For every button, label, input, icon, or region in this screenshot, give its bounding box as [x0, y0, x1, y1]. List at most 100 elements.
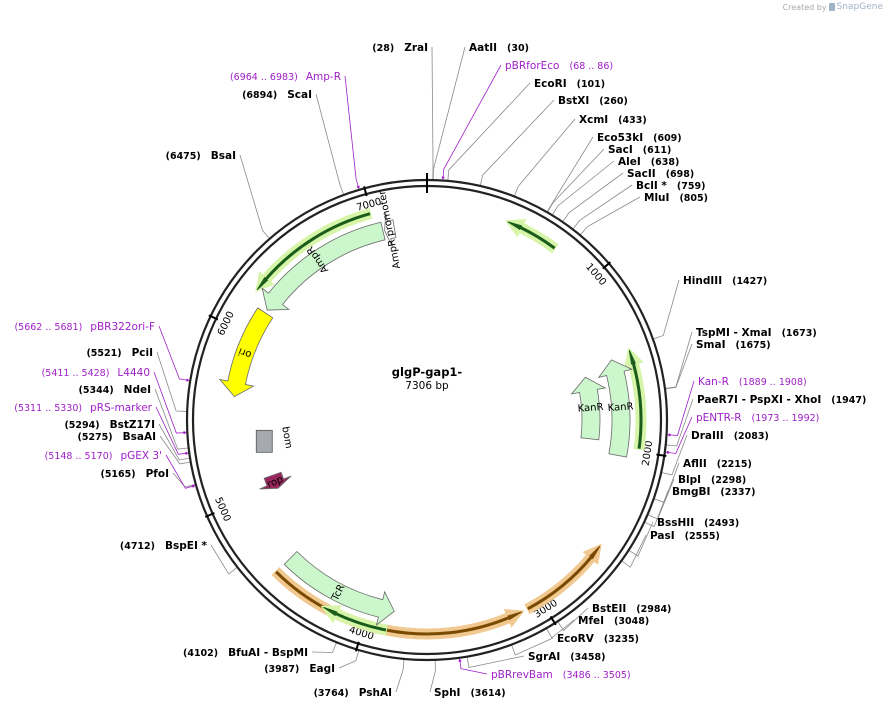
site-labels: AatII(30) EcoRI(101) BstXI(260) XcmI(433) Ec…: [14, 42, 866, 699]
enzyme-site-ecorv[interactable]: EcoRV(3235): [557, 633, 639, 645]
enzyme-leader-line: [311, 642, 337, 653]
enzyme-site-hindiii[interactable]: HindIII(1427): [683, 275, 767, 287]
enzyme-site-ndei[interactable]: (5344)NdeI: [79, 384, 151, 396]
primer-prs-marker[interactable]: (5311 .. 5330)pRS-marker: [14, 402, 152, 414]
enzyme-site-tspmi-xmai[interactable]: TspMI - XmaI(1673): [696, 327, 817, 339]
enzyme-leader-line: [572, 184, 633, 230]
enzyme-leader-line: [652, 279, 680, 340]
enzyme-site-bcli[interactable]: BclI * (759): [636, 180, 705, 192]
enzyme-leader-line: [665, 398, 694, 447]
enzyme-name: SacII: [627, 168, 656, 180]
enzyme-site-bsai[interactable]: (6475)BsaI: [166, 150, 236, 162]
enzyme-leader-line: [557, 607, 589, 632]
enzyme-site-blpi[interactable]: BlpI(2298): [678, 474, 746, 486]
enzyme-position: (609): [653, 133, 682, 144]
primer-name: pRS-marker: [90, 402, 153, 414]
enzyme-position: (3987): [264, 664, 299, 675]
enzyme-name: AleI: [618, 156, 641, 168]
orf-arrows: [255, 208, 647, 640]
enzyme-site-aflii[interactable]: AflII(2215): [683, 458, 752, 470]
enzyme-leader-line: [511, 637, 554, 656]
primer-l4440[interactable]: (5411 .. 5428)L4440: [42, 367, 150, 379]
enzyme-site-sgrai[interactable]: SgrAI(3458): [528, 651, 605, 663]
enzyme-position: (2298): [711, 475, 746, 486]
enzyme-name: BspEI *: [165, 540, 208, 552]
enzyme-site-zrai[interactable]: (28)ZraI: [372, 42, 428, 54]
enzyme-site-scai[interactable]: (6894)ScaI: [242, 89, 312, 101]
primer-pentr-r[interactable]: pENTR-R(1973 .. 1992): [696, 412, 819, 424]
enzyme-site-bmgbi[interactable]: BmgBI(2337): [672, 486, 756, 498]
primer-leader-line: [165, 454, 197, 489]
enzyme-site-bsteii[interactable]: BstEII(2984): [592, 603, 671, 615]
enzyme-name: BclI *: [636, 180, 667, 192]
primer-name: pBR322ori-F: [90, 321, 155, 333]
enzyme-site-paer7i-pspxi-xhoi[interactable]: PaeR7I - PspXI - XhoI(1947): [697, 394, 866, 406]
site-leader-lines: [153, 46, 695, 693]
enzyme-site-mfei[interactable]: MfeI(3048): [578, 615, 649, 627]
enzyme-position: (3764): [314, 688, 349, 699]
enzyme-site-bsshii[interactable]: BssHII(2493): [657, 517, 739, 529]
enzyme-name: EcoRI: [534, 78, 567, 90]
enzyme-position: (6894): [242, 90, 277, 101]
enzyme-name: SacI: [608, 144, 633, 156]
enzyme-leader-line: [664, 343, 693, 390]
enzyme-leader-line: [644, 490, 669, 528]
primer-range: (3486 .. 3505): [563, 670, 631, 681]
enzyme-site-bstxi[interactable]: BstXI(260): [558, 95, 628, 107]
enzyme-site-sphi[interactable]: SphI(3614): [434, 687, 506, 699]
primer-pbrforeco[interactable]: pBRforEco(68 .. 86): [505, 60, 613, 72]
feature-bom-label: bom: [279, 426, 294, 450]
feature-ampr-promoter: [384, 212, 397, 247]
primer-kan-r[interactable]: Kan-R(1889 .. 1908): [698, 376, 807, 388]
tick-mark: [549, 615, 557, 626]
enzyme-site-pasi[interactable]: PasI(2555): [650, 530, 720, 542]
tick-mark: [602, 261, 612, 270]
enzyme-leader-line: [621, 534, 647, 568]
enzyme-site-ecori[interactable]: EcoRI(101): [534, 78, 605, 90]
enzyme-site-xcmi[interactable]: XcmI(433): [579, 114, 647, 126]
enzyme-leader-line: [628, 521, 654, 557]
feature-rop: [259, 471, 292, 490]
plasmid-length: 7306 bp: [405, 380, 449, 392]
tick-mark: [363, 186, 368, 197]
enzyme-leader-line: [431, 46, 434, 181]
snapgene-watermark: Created by SnapGene: [783, 2, 883, 12]
enzyme-name: BsaAI: [123, 431, 156, 443]
enzyme-site-aatii[interactable]: AatII(30): [469, 42, 529, 54]
enzyme-site-draiii[interactable]: DraIII(2083): [691, 430, 769, 442]
primer-pbr322ori-f[interactable]: (5662 .. 5681)pBR322ori-F: [14, 321, 155, 333]
enzyme-name: PasI: [650, 530, 675, 542]
enzyme-site-mlui[interactable]: MluI(805): [644, 192, 708, 204]
enzyme-site-smai[interactable]: SmaI(1675): [696, 339, 771, 351]
enzyme-site-saci[interactable]: SacI (611): [608, 144, 671, 156]
primer-amp-r[interactable]: (6964 .. 6983)Amp-R: [230, 71, 341, 83]
enzyme-site-sacii[interactable]: SacII (698): [627, 168, 694, 180]
enzyme-position: (611): [643, 145, 672, 156]
enzyme-name: PaeR7I - PspXI - XhoI: [697, 394, 821, 406]
enzyme-leader-line: [466, 655, 525, 668]
enzyme-site-pshai[interactable]: (3764) PshAI: [314, 687, 392, 699]
primer-pbrrevbam[interactable]: pBRrevBam(3486 .. 3505): [491, 669, 631, 681]
enzyme-site-bsaai[interactable]: (5275)BsaAI: [78, 431, 157, 443]
enzyme-name: BmgBI: [672, 486, 710, 498]
orf-glow: [271, 567, 525, 640]
feature-bom: [255, 429, 273, 453]
enzyme-leader-line: [432, 46, 466, 181]
enzyme-position: (1673): [782, 328, 817, 339]
enzyme-site-alei[interactable]: AleI (638): [618, 156, 679, 168]
enzyme-site-pfoi[interactable]: (5165)PfoI: [100, 468, 169, 480]
primer-range: (5411 .. 5428): [42, 368, 110, 379]
enzyme-position: (638): [651, 157, 680, 168]
enzyme-site-bspei[interactable]: (4712)BspEI *: [120, 540, 208, 552]
enzyme-site-bstz17i[interactable]: (5294)BstZ17I: [64, 419, 155, 431]
enzyme-position: (759): [677, 181, 706, 192]
enzyme-position: (698): [666, 169, 695, 180]
enzyme-site-pcii[interactable]: (5521)PciI: [86, 347, 153, 359]
primer-pgex-3[interactable]: (5148 .. 5170)pGEX 3': [45, 450, 162, 462]
enzyme-site-bfuai-bspmi[interactable]: (4102)BfuAI - BspMI: [183, 647, 308, 659]
enzyme-name: PshAI: [359, 687, 392, 699]
enzyme-site-eagi[interactable]: (3987)EagI: [264, 663, 335, 675]
enzyme-site-eco53ki[interactable]: Eco53kI(609): [597, 132, 682, 144]
primer-range: (1973 .. 1992): [752, 413, 820, 424]
